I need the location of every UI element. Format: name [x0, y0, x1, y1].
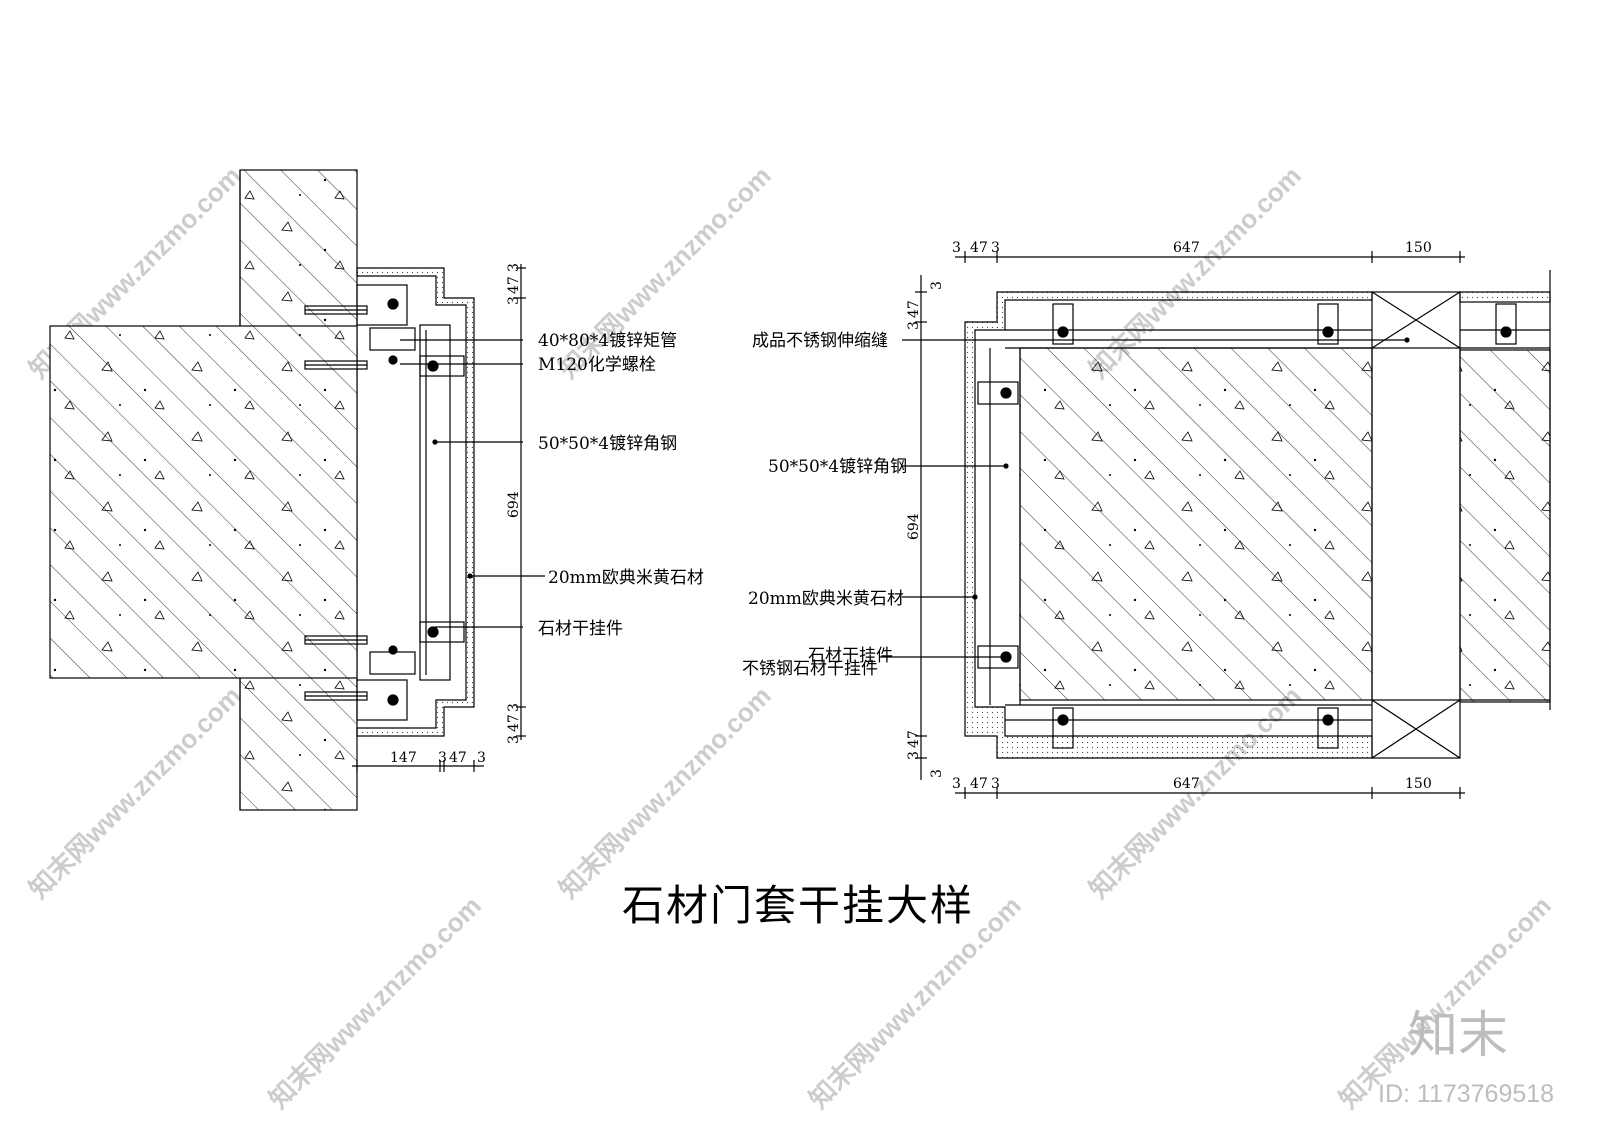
dim-height: 694: [506, 491, 522, 518]
dim-v-3c: 3: [906, 751, 922, 760]
brand-logo: 知末: [1408, 1006, 1508, 1064]
dim-top-150: 150: [1405, 240, 1432, 256]
drawing-title: 石材门套干挂大样: [622, 881, 974, 930]
dim-w-3: 3: [438, 750, 447, 766]
stone-cladding: [356, 267, 475, 737]
hanger-bolts: [972, 326, 1512, 726]
dim-bot-3b: 3: [991, 776, 1000, 792]
dim-bot-3: 3: [506, 703, 522, 712]
rect-tube-bottom: [369, 651, 416, 675]
expansion-joint-box: [1371, 291, 1461, 349]
chemical-bolt: [304, 305, 368, 701]
label-stone: 20mm欧典米黄石材: [748, 589, 904, 609]
rect-tube-top: [369, 327, 416, 351]
label-hanger: 石材干挂件: [808, 646, 893, 666]
dim-top-3: 3: [952, 240, 961, 256]
tube-top: [356, 284, 408, 326]
stone-hanger: [387, 298, 439, 706]
dim-w-147: 147: [390, 750, 417, 766]
dim-bot-47: 47: [970, 776, 988, 792]
label-chem-bolt: M120化学螺栓: [538, 355, 656, 375]
dim-bot-47: 47: [506, 714, 522, 732]
expansion-joint-box: [1371, 699, 1461, 759]
watermark-text: 知末网www.znzmo.com: [1083, 680, 1307, 904]
dim-v-3b: 3: [906, 321, 922, 330]
left-section: [49, 169, 545, 811]
label-ss-hanger: 不锈钢石材干挂件: [742, 659, 878, 679]
dim-v-694: 694: [906, 513, 922, 540]
dim-w-47: 47: [449, 750, 467, 766]
dim-v-3d: 3: [929, 769, 945, 778]
id-label: ID: 1173769518: [1378, 1080, 1554, 1108]
dim-bot-3b: 3: [506, 735, 522, 744]
dim-v-47: 47: [906, 300, 922, 318]
dim-bot-3: 3: [952, 776, 961, 792]
label-rect-tube: 40*80*4镀锌矩管: [538, 331, 677, 351]
watermark-text: 知末网www.znzmo.com: [263, 890, 487, 1114]
dim-w-3b: 3: [477, 750, 486, 766]
stone-hanger: [977, 303, 1517, 749]
dim-top-3: 3: [506, 263, 522, 272]
dim-bot-150: 150: [1405, 776, 1432, 792]
right-labels: 成品不锈钢伸缩缝 50*50*4镀锌角钢 20mm欧典米黄石材 石材干挂件 不锈…: [742, 240, 1432, 792]
dim-v-3: 3: [929, 281, 945, 290]
dim-top-3b: 3: [506, 296, 522, 305]
stone-cladding: [964, 291, 1373, 759]
angle-steel-frame: [419, 324, 451, 681]
dim-v-47b: 47: [906, 730, 922, 748]
label-angle-steel: 50*50*4镀锌角钢: [538, 434, 677, 454]
dim-bot-647: 647: [1173, 776, 1200, 792]
hanger-plate-top: [419, 355, 465, 377]
dim-top-47: 47: [506, 276, 522, 294]
label-joint: 成品不锈钢伸缩缝: [752, 331, 888, 351]
watermark-text: 知末网www.znzmo.com: [23, 680, 247, 904]
dim-top-647: 647: [1173, 240, 1200, 256]
left-labels: 40*80*4镀锌矩管 M120化学螺栓 50*50*4镀锌角钢 20mm欧典米…: [390, 263, 704, 766]
dim-top-3b: 3: [991, 240, 1000, 256]
watermark-text: 知末网www.znzmo.com: [553, 680, 777, 904]
right-section: [880, 251, 1551, 799]
label-angle-steel: 50*50*4镀锌角钢: [768, 457, 907, 477]
label-stone: 20mm欧典米黄石材: [548, 568, 704, 588]
hanger-plate-bottom: [419, 621, 465, 643]
label-hanger: 石材干挂件: [538, 619, 623, 639]
dim-top-47: 47: [970, 240, 988, 256]
